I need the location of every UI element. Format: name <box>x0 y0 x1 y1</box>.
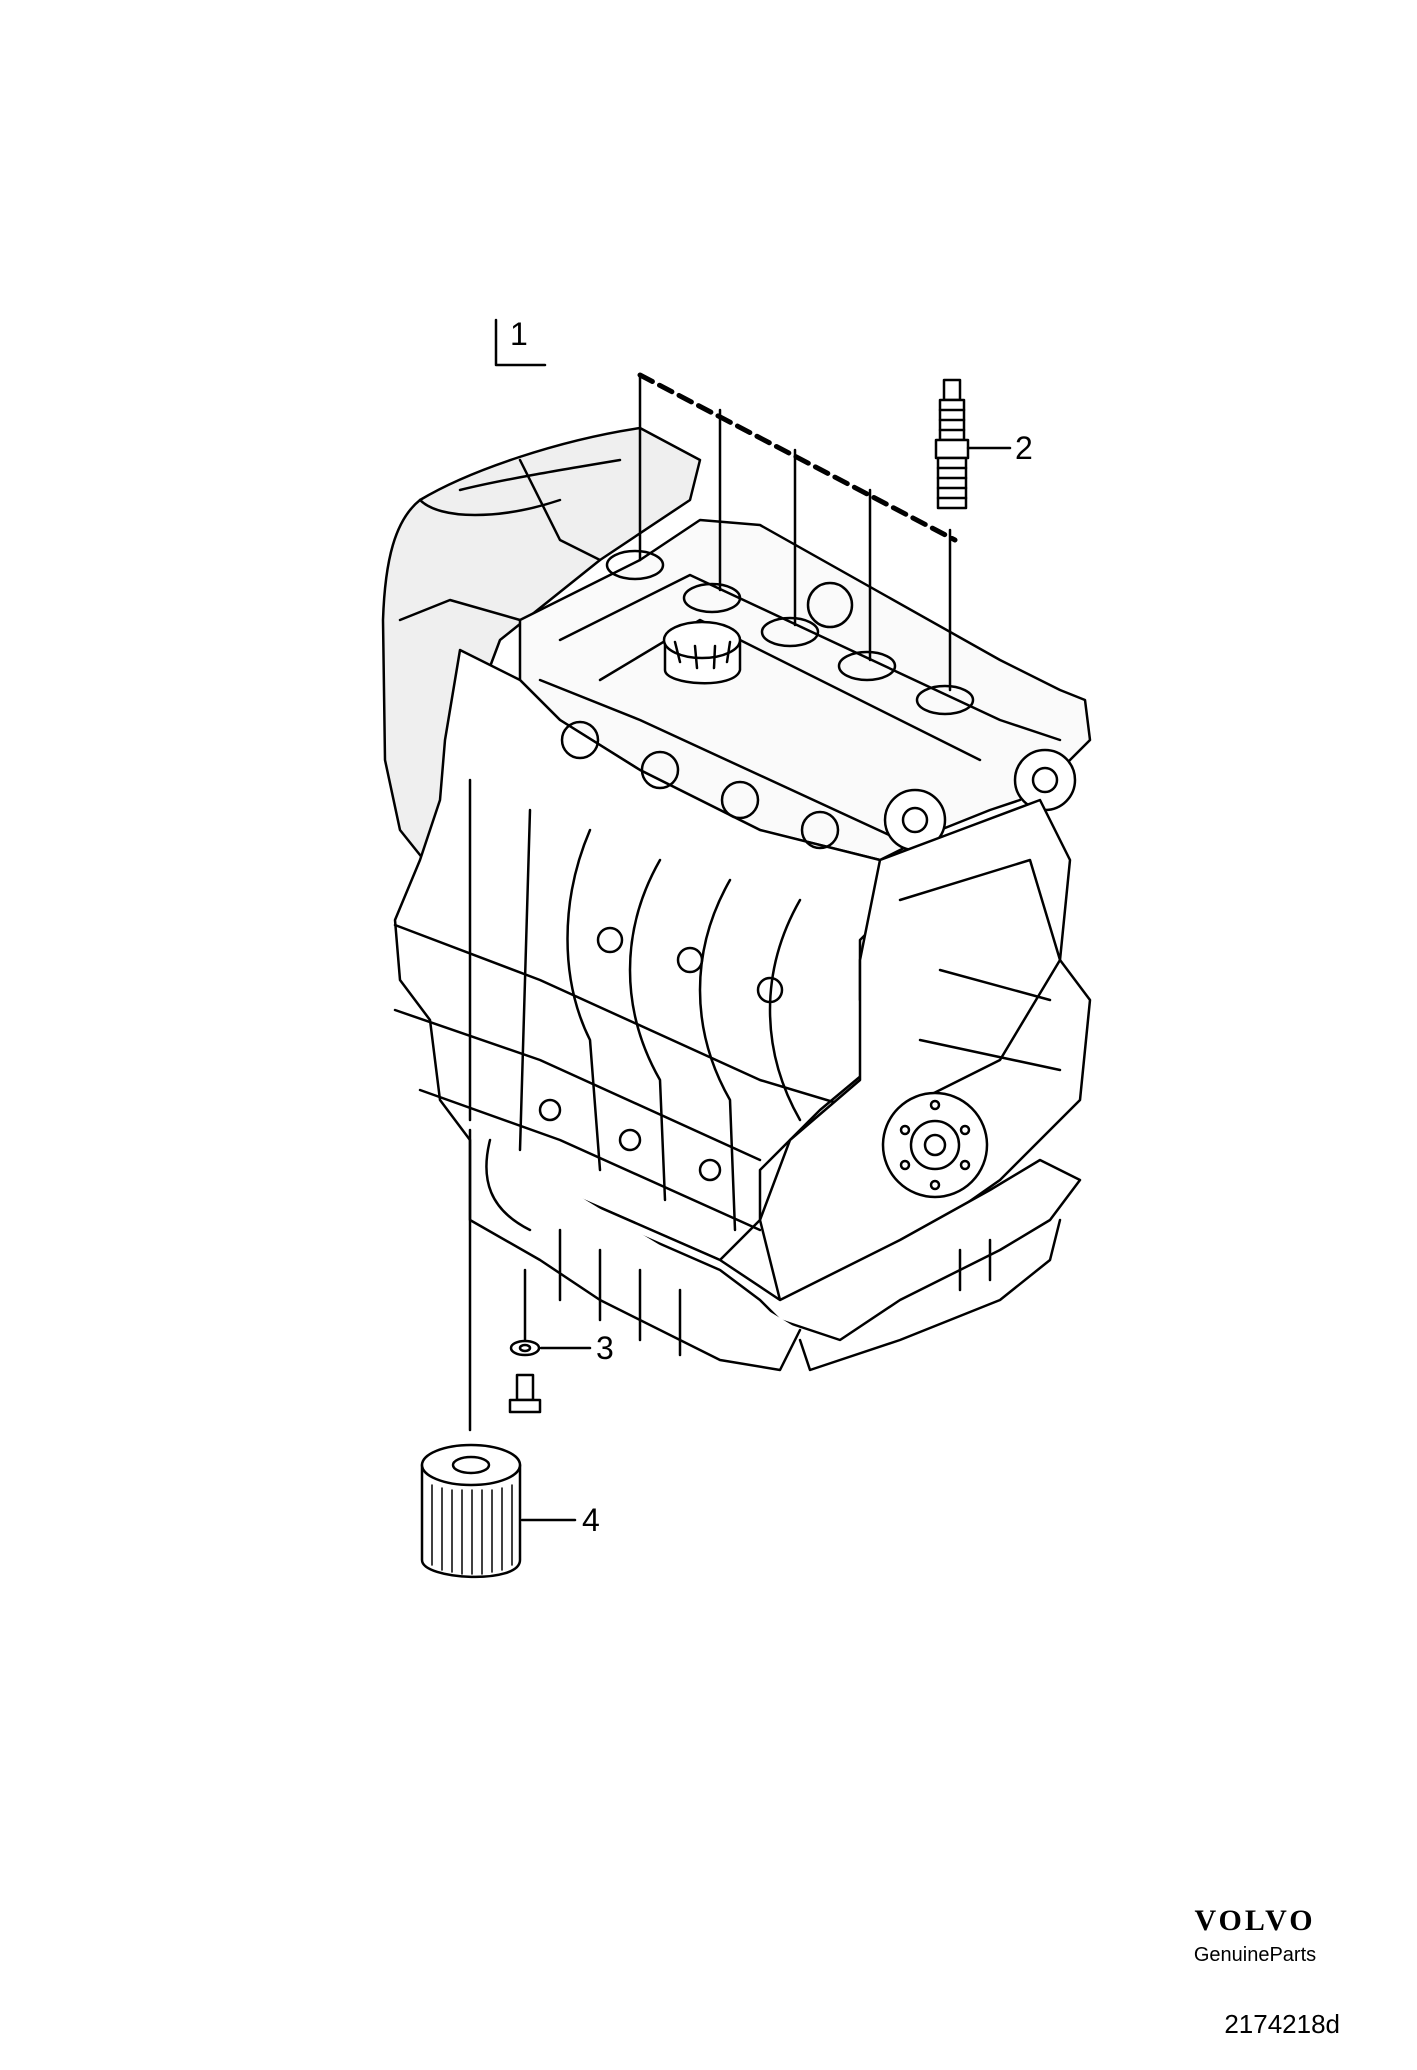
front-end-casting <box>758 798 1092 1302</box>
drawing-number: 2174218d <box>1224 2009 1340 2039</box>
callout-1-bracket <box>494 318 547 367</box>
callout-2-label: 2 <box>1015 430 1033 466</box>
genuine-parts-label: GenuineParts <box>1193 1944 1317 1966</box>
callout-1-label: 1 <box>510 316 528 352</box>
valve-cover <box>518 518 1092 862</box>
oil-pan <box>468 1128 1082 1372</box>
spark-plug <box>637 372 1012 692</box>
engine-block <box>393 648 902 1262</box>
callout-4-label: 4 <box>582 1502 600 1538</box>
oil-filter <box>420 1138 577 1579</box>
callout-3-label: 3 <box>596 1330 614 1366</box>
drain-plug <box>508 1268 592 1414</box>
volvo-logo: VOLVO <box>1194 1904 1316 1937</box>
